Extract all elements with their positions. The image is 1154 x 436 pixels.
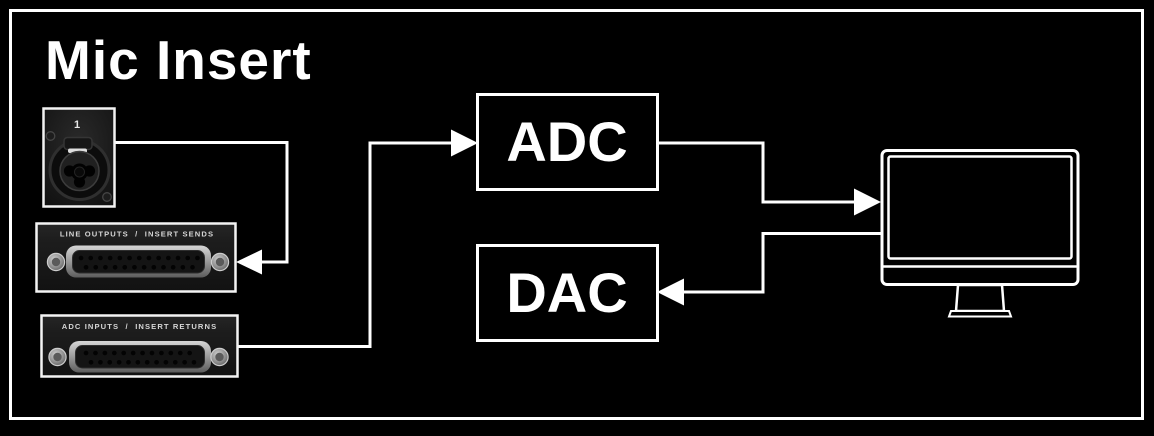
adc-label: ADC [506, 110, 627, 173]
connection-returns-to-adc [238, 129, 478, 348]
connection-computer-to-dac [657, 232, 881, 306]
arrowhead-left-icon [657, 278, 684, 306]
diagram-border [9, 9, 1144, 420]
monitor-screen [887, 155, 1073, 260]
db25-connector-icon [66, 245, 211, 278]
jack-port-number: 1 [74, 119, 80, 131]
screw-icon [102, 192, 112, 202]
insert-sends-panel: LINE OUTPUTS / INSERT SENDS [35, 222, 237, 293]
insert-returns-panel: ADC INPUTS / INSERT RETURNS [40, 314, 239, 378]
diagram-title: Mic Insert [45, 29, 312, 91]
adc-box-frame [476, 93, 659, 191]
connection-mic-to-sends [115, 141, 289, 275]
screw-icon [45, 131, 56, 141]
monitor-stand-base [947, 310, 1013, 318]
db25-connector-icon [69, 341, 211, 373]
screw-icon [46, 252, 66, 272]
panel-label: ADC INPUTS / INSERT RETURNS [62, 322, 218, 331]
dac-box: DAC [476, 244, 659, 342]
arrowhead-right-icon [854, 188, 881, 216]
screw-icon [210, 347, 229, 367]
computer-monitor-icon [880, 149, 1080, 318]
monitor-stand [954, 283, 1006, 313]
screw-icon [48, 347, 67, 367]
adc-box: ADC [476, 93, 659, 191]
dac-label: DAC [506, 261, 627, 324]
xlr-combo-jack-icon [48, 136, 111, 201]
panel-label: LINE OUTPUTS / INSERT SENDS [60, 230, 214, 239]
connection-adc-to-computer [657, 141, 881, 216]
dac-box-frame [476, 244, 659, 342]
mic-input-jack: 1 [42, 107, 116, 208]
arrowhead-right-icon [451, 129, 478, 157]
arrowhead-left-icon [236, 249, 262, 275]
screw-icon [210, 252, 230, 272]
